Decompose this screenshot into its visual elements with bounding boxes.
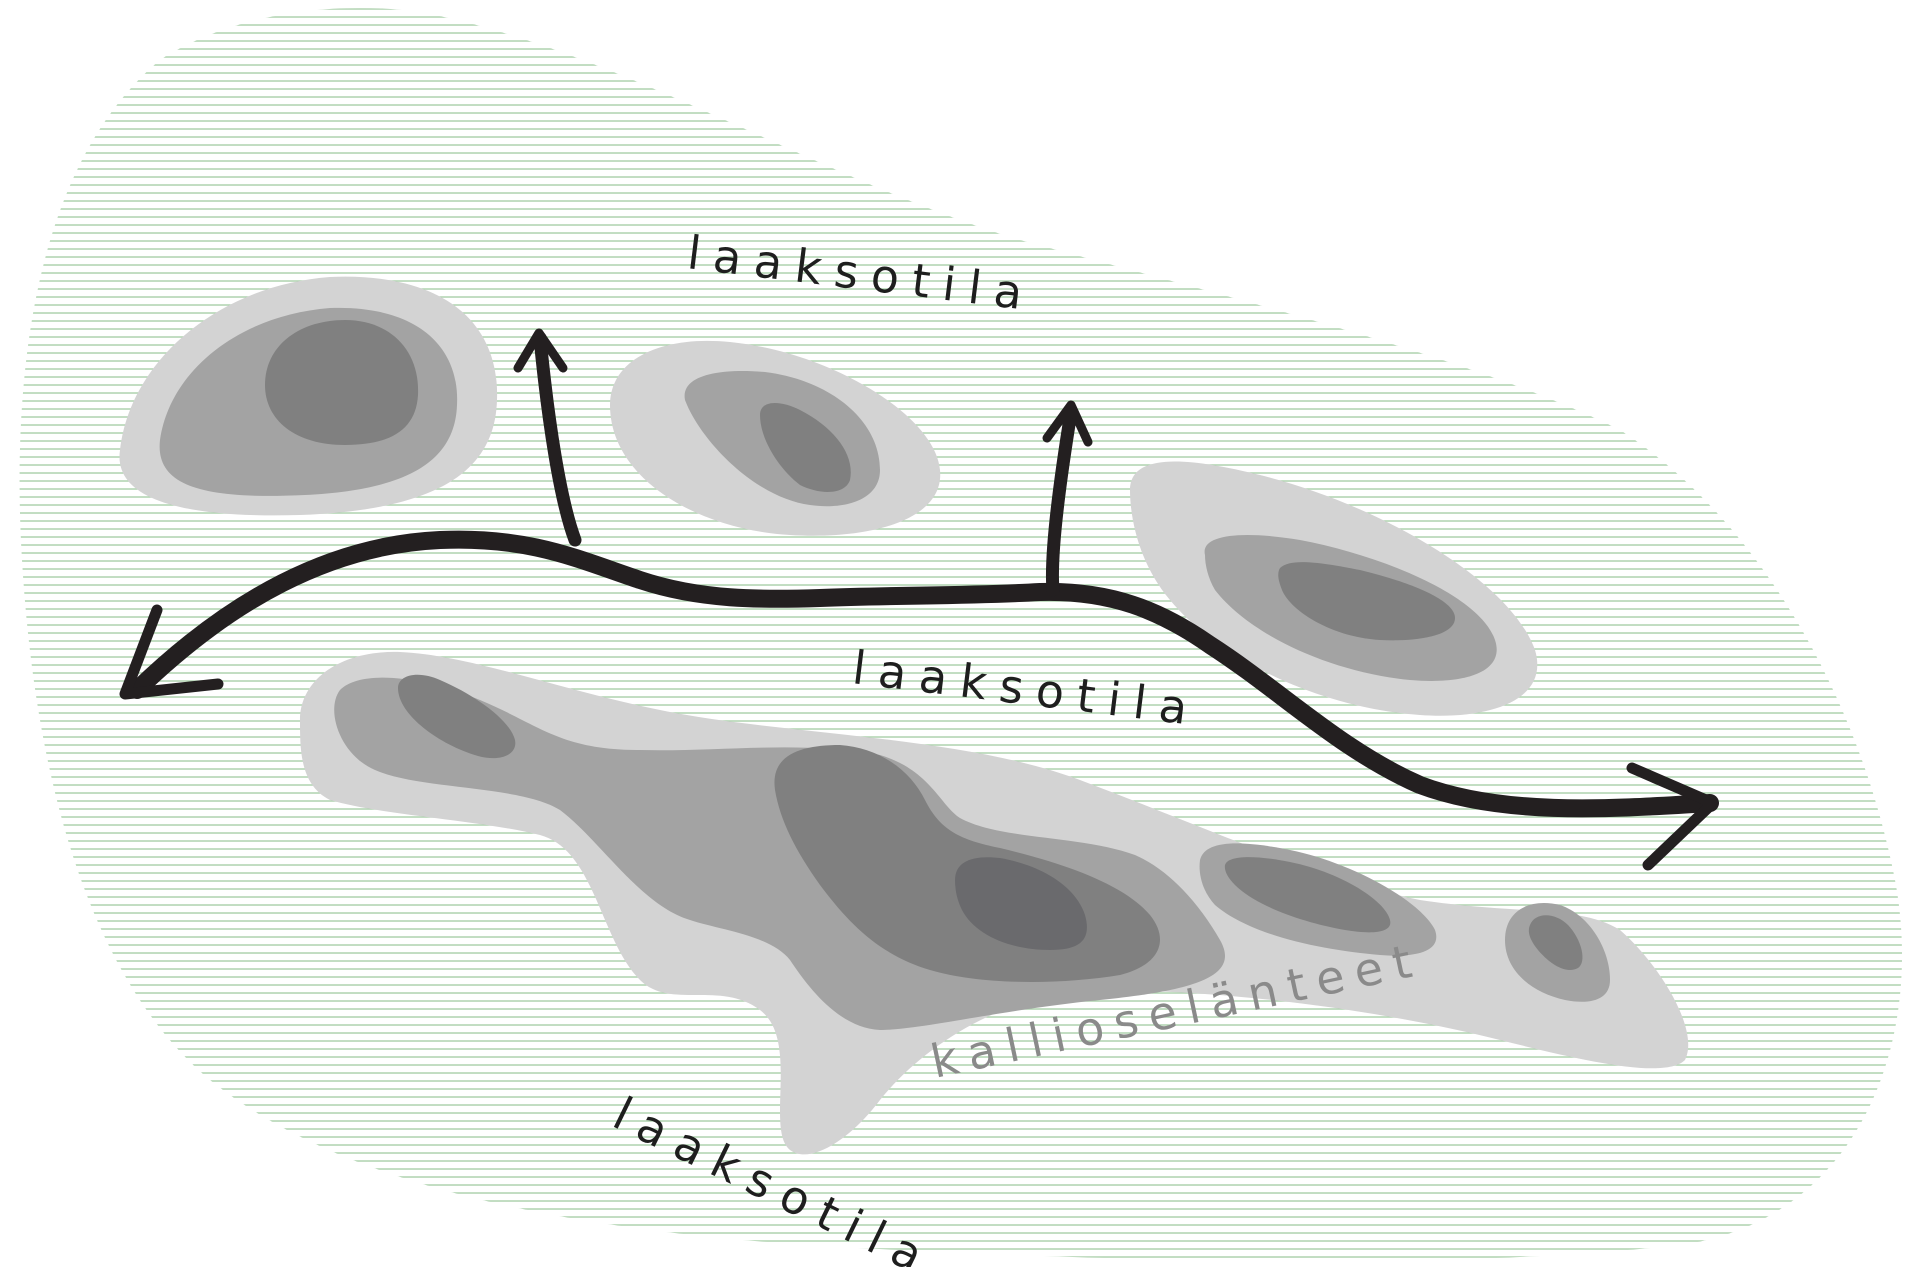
ridge-lower-long (300, 651, 1689, 1155)
arrowhead-left-icon (119, 604, 224, 700)
ridge-upper-middle (610, 340, 941, 536)
ridge-upper-left (119, 276, 498, 516)
branch-left-stem (533, 331, 582, 547)
flow-arrow-group (119, 328, 1719, 871)
arrowhead-right-icon (1626, 762, 1719, 871)
arrowhead-branch-right-icon (1042, 400, 1093, 447)
arrowhead-branch-left-icon (513, 328, 568, 373)
main-flow-arrow-icon (128, 530, 1719, 818)
branch-right-stem (1045, 405, 1078, 597)
